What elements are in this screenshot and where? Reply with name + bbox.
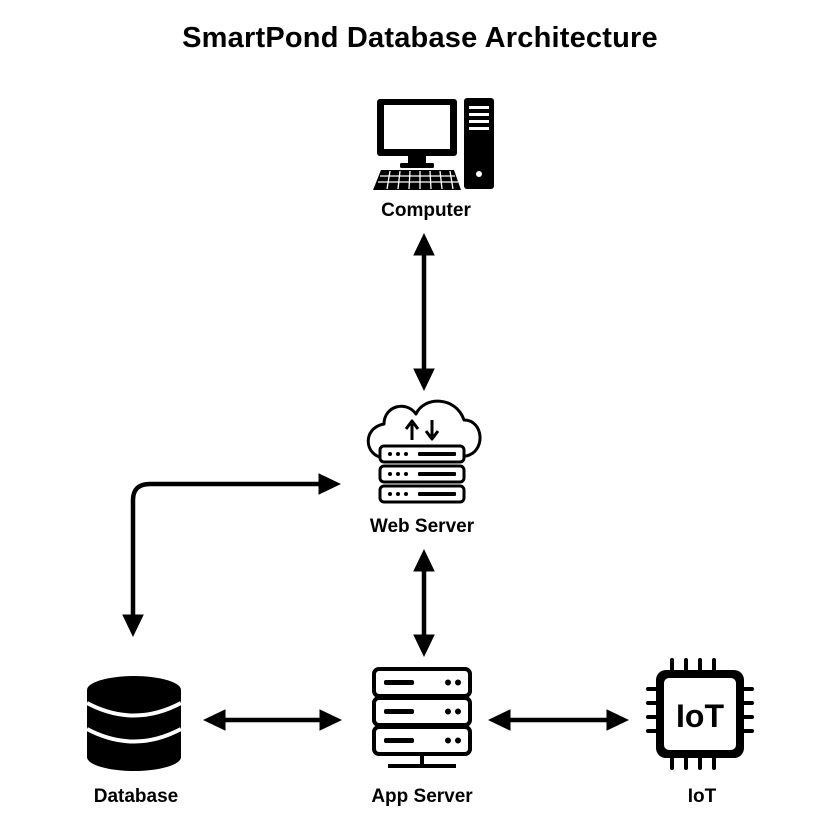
desktop-computer-icon (373, 98, 494, 190)
database-icon (86, 676, 182, 771)
iot-chip-icon: IoT (646, 658, 754, 770)
app-server-label: App Server (371, 786, 473, 807)
iot-chip-text: IoT (676, 698, 724, 734)
cloud-server-icon (366, 399, 482, 504)
computer-label: Computer (381, 200, 471, 221)
iot-label: IoT (687, 786, 717, 807)
diagram-title: SmartPond Database Architecture (182, 22, 658, 54)
connector-database-webserver (122, 473, 341, 637)
web-server-label: Web Server (369, 516, 475, 537)
server-rack-icon (372, 667, 472, 768)
database-label: Database (93, 786, 179, 807)
